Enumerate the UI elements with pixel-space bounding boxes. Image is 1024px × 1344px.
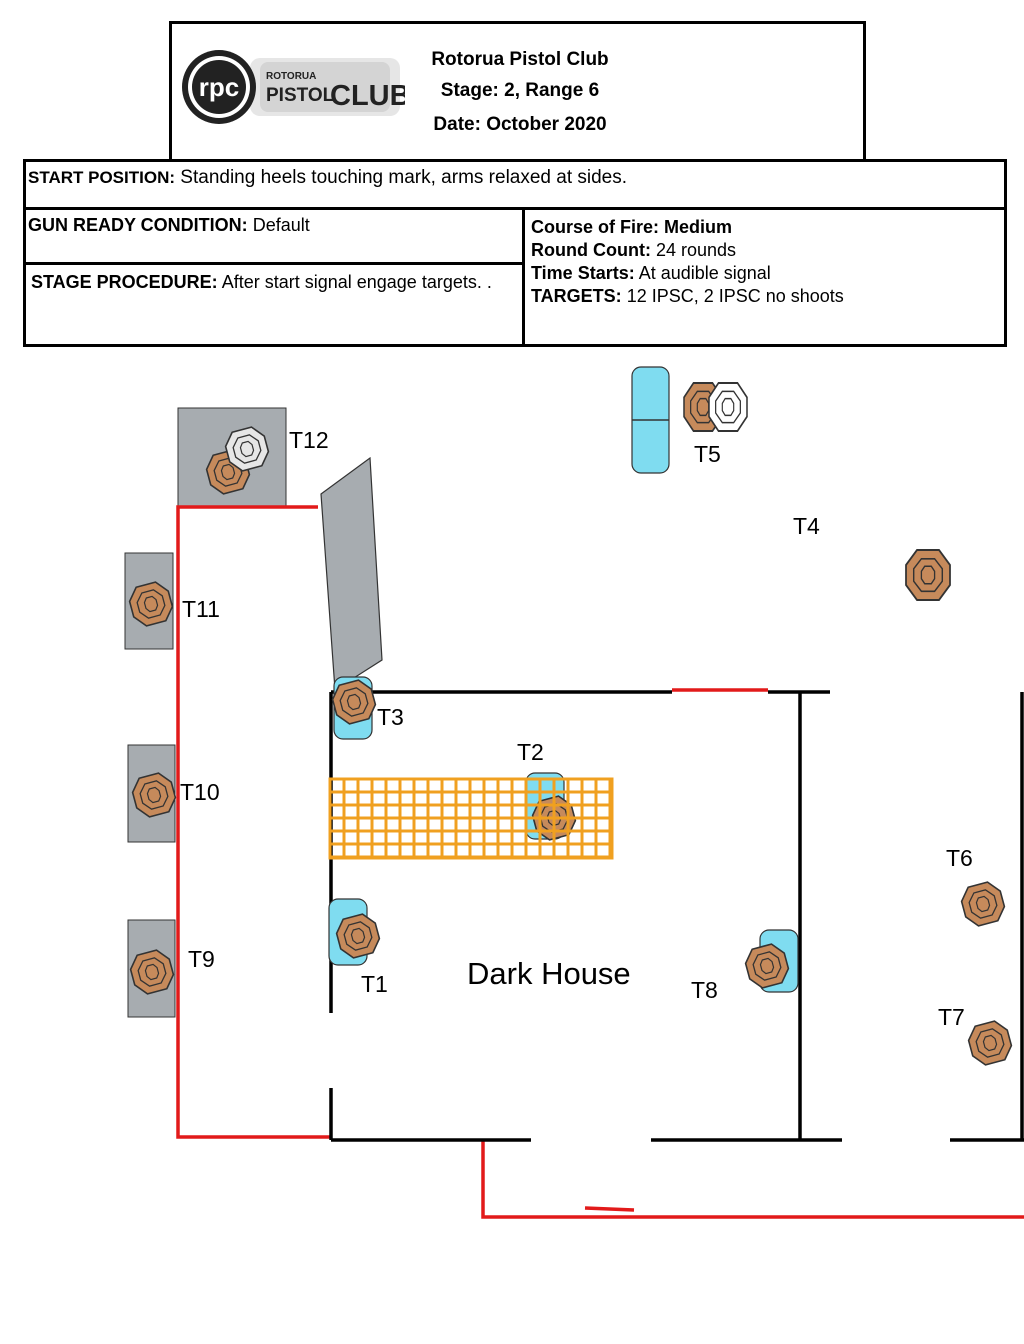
angled-wall [320,456,383,692]
start-position: START POSITION: Standing heels touching … [28,166,627,189]
time-label: Time Starts: [531,263,635,283]
course-info: Course of Fire: Medium Round Count: 24 r… [531,216,991,308]
rounds-value: 24 rounds [655,240,737,260]
course-label: Course of Fire: [531,217,660,237]
info-grid-divider-h [23,262,525,265]
targets-value: 12 IPSC, 2 IPSC no shoots [626,286,844,306]
logo-word2: CLUB [330,80,405,112]
info-grid-box [23,207,1007,347]
club-name: Rotorua Pistol Club [431,49,609,70]
label-t4: T4 [793,513,820,539]
noshoot-t5 [708,382,748,432]
stage-procedure: STAGE PROCEDURE: After start signal enga… [31,271,501,294]
label-t8: T8 [691,977,718,1003]
logo-mark: rpc [199,72,239,102]
label-t1: T1 [361,971,388,997]
dark-house-walls [329,690,1024,1142]
label-t10: T10 [180,779,220,805]
target-t7 [964,1017,1016,1069]
label-t5: T5 [694,441,721,467]
label-t9: T9 [188,946,215,972]
targets-label: TARGETS: [531,286,622,306]
barrel-t5 [631,366,670,474]
label-t12: T12 [289,427,329,453]
target-t4 [905,549,951,601]
fault-lines [176,505,1024,1219]
stage-procedure-value: After start signal engage targets. . [221,272,492,292]
stage-procedure-label: STAGE PROCEDURE: [31,272,218,292]
logo-small: ROTORUA [266,71,316,82]
target-t6 [957,878,1009,930]
time-value: At audible signal [638,263,771,283]
club-logo: rpc ROTORUA PISTOL CLUB [182,50,405,124]
logo-word1: PISTOL [266,85,335,106]
start-position-value: Standing heels touching mark, arms relax… [180,167,628,188]
start-position-label: START POSITION: [28,168,176,187]
label-t11: T11 [182,596,220,622]
gun-ready: GUN READY CONDITION: Default [28,214,310,237]
gun-ready-label: GUN READY CONDITION: [28,215,248,235]
stage-name: Stage: 2, Range 6 [440,80,600,101]
info-grid-divider-v [522,207,525,347]
mesh-barrier [328,777,614,860]
label-t2: T2 [517,739,544,765]
stage-date: Date: October 2020 [433,114,607,135]
gun-ready-value: Default [252,215,310,235]
dark-house-label: Dark House [467,956,631,991]
label-t3: T3 [377,704,404,730]
course-value: Medium [664,217,733,237]
label-t6: T6 [946,845,973,871]
rounds-label: Round Count: [531,240,651,260]
label-t7: T7 [938,1004,965,1030]
